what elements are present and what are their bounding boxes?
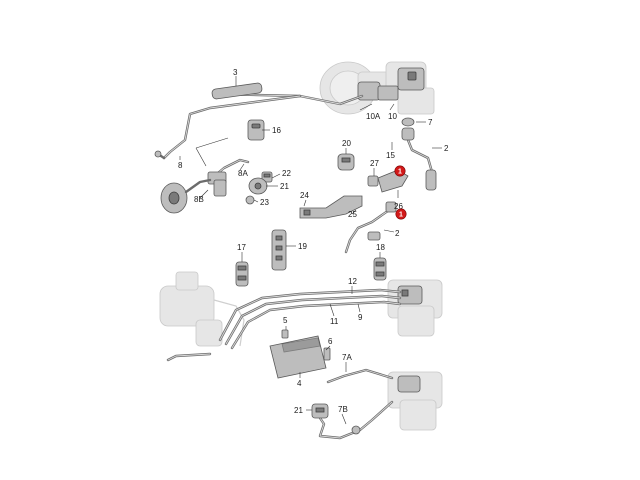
- callout-9: 9: [358, 313, 363, 322]
- callout-7b: 7B: [338, 405, 348, 414]
- callout-27: 27: [370, 159, 379, 168]
- callout-8: 8: [178, 161, 183, 170]
- highlight-marker-1-lower: 1: [395, 208, 407, 220]
- master-cylinder-part: [357, 67, 425, 101]
- callout-18: 18: [376, 243, 385, 252]
- callout-2: 2: [444, 144, 449, 153]
- master-cylinder-ghost-lower: [159, 271, 245, 347]
- brake-hose-1: [401, 117, 437, 191]
- brake-pipe-bundle: [166, 288, 402, 362]
- brake-pipe-upper: [162, 82, 364, 160]
- callout-26: 26: [394, 202, 403, 211]
- brake-pipe-25: [344, 201, 397, 254]
- grommet-23: [245, 195, 255, 205]
- callout-19: 19: [298, 242, 307, 251]
- callout-10: 10: [388, 112, 397, 121]
- brake-line-8a: [207, 158, 250, 197]
- callout-17: 17: [237, 243, 246, 252]
- callout-21b: 21: [294, 406, 303, 415]
- bracket-24: [299, 195, 363, 219]
- highlight-marker-1-upper: 1: [394, 165, 406, 177]
- clip-27: [367, 175, 379, 187]
- callout-24: 24: [300, 191, 309, 200]
- clip-19: [271, 229, 287, 271]
- brake-pipe-7b: [314, 400, 394, 440]
- bracket-22: [261, 171, 273, 183]
- nut-21: [248, 177, 268, 195]
- callout-10a: 10A: [366, 112, 381, 121]
- callout-12: 12: [348, 277, 357, 286]
- callout-23: 23: [260, 198, 269, 207]
- callout-11: 11: [330, 317, 339, 326]
- callout-7: 7: [428, 118, 433, 127]
- marker-label: 1: [398, 169, 402, 176]
- callout-3: 3: [233, 68, 238, 77]
- abs-unit-part-lower: [397, 375, 421, 393]
- callout-6: 6: [328, 337, 333, 346]
- pipe-clip-16: [247, 119, 265, 141]
- brake-pipe-7a: [326, 368, 394, 384]
- brake-hose-8: [154, 150, 166, 160]
- callout-16: 16: [272, 126, 281, 135]
- callout-22: 22: [282, 169, 291, 178]
- callout-25: 25: [348, 210, 357, 219]
- heat-shield-4: [269, 335, 327, 379]
- callout-8b: 8B: [194, 195, 204, 204]
- brake-caliper-8b: [160, 178, 212, 214]
- abs-unit-part: [397, 285, 423, 305]
- bolt-6: [323, 347, 331, 361]
- callout-2b: 2: [395, 229, 400, 238]
- callout-8a: 8A: [238, 169, 248, 178]
- mount-20: [337, 153, 355, 171]
- callout-21: 21: [280, 182, 289, 191]
- clip-18: [373, 257, 387, 281]
- leader-lines: [179, 76, 442, 425]
- marker-label: 1: [399, 212, 403, 219]
- callout-5: 5: [283, 316, 288, 325]
- callout-7a: 7A: [342, 353, 352, 362]
- bolt-5: [281, 329, 289, 339]
- clip-17: [235, 261, 249, 287]
- callout-labels: 3 16 8 8A 8B 22 21 23 20 27 24 25 26 2 7…: [178, 68, 449, 415]
- callout-15: 15: [386, 151, 395, 160]
- callout-20: 20: [342, 139, 351, 148]
- callout-4: 4: [297, 379, 302, 388]
- union-21-lower: [311, 403, 329, 419]
